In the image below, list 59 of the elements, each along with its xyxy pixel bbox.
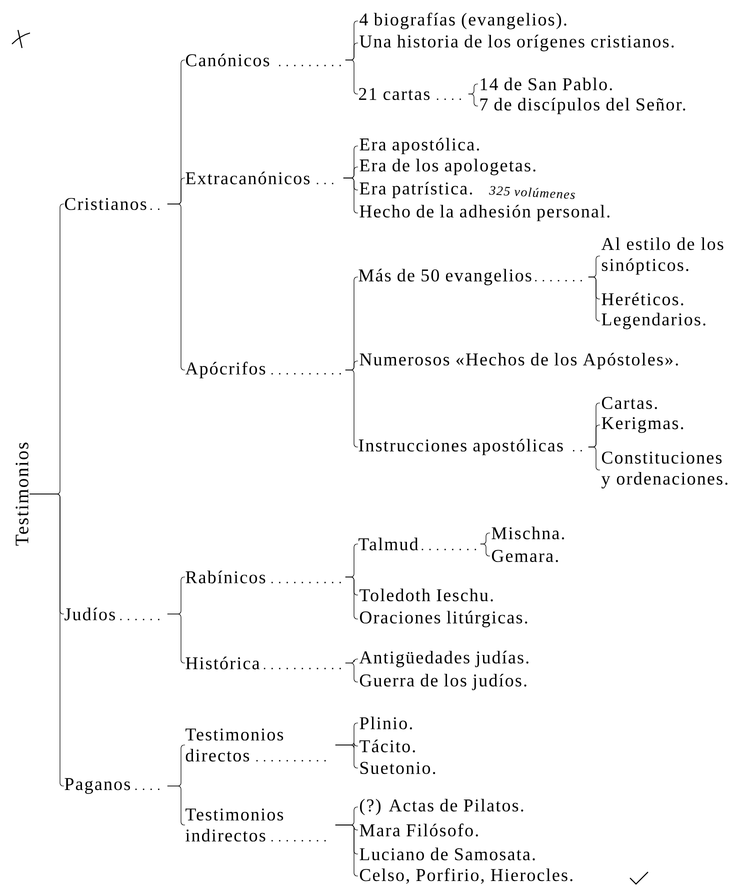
brace-line [167,204,186,370]
category-label: Talmud [358,538,476,550]
entry-text: Era patrística. [360,182,472,198]
entry-text: Mara Filósofo. [360,824,478,836]
entry-text: Guerra de los judíos. [360,674,526,690]
entry-text: Toledoth Ieschu. [360,588,493,602]
entry-text: Constituciones y ordenaciones. [601,452,728,488]
brace-line [345,576,358,620]
entry-text: Cartas. [602,396,657,410]
entry-text: Kerigmas. [602,417,684,433]
brace-line [345,60,358,94]
entry-text: Plinio. [360,716,412,730]
category-label: Histórica [186,656,341,670]
entry-text: Una historia de los orígenes cristianos. [360,34,674,52]
category-label: Instrucciones apostólicas [358,438,582,456]
entry-text: Era apostólica. [360,138,479,154]
category-label: Judíos [64,608,160,620]
entry-text: 14 de San Pablo. [480,78,612,90]
brace-line [167,614,186,664]
category-label: 21 cartas [358,88,461,100]
entry-text: Legendarios. [602,312,706,330]
category-label: Más de 50 evangelios [358,268,582,286]
entry-text: Hecho de la adhesión personal. [360,204,610,222]
vertical-title: Testimonios [16,442,28,546]
entry-text: Era de los apologetas. [360,158,536,176]
entry-text: Numerosos «Hechos de los Apóstoles». [360,352,678,370]
category-label: Testimonios directos [186,728,326,762]
brace-line [588,446,600,470]
brace-line [343,178,358,214]
brace-line [335,744,358,768]
entry-text: Tácito. [360,740,415,752]
entry-text: Oraciones litúrgicas. [360,610,528,628]
entry-text: (?) Actas de Pilatos. [360,798,524,816]
category-label: Testimonios indirectos [186,808,326,842]
category-label: Cristianos [64,198,160,210]
handwritten-note: 325 volúmenes [488,186,575,199]
category-label: Apócrifos [185,362,341,378]
brace-line [345,662,358,682]
category-label: Extracanónicos [186,172,334,184]
entry-text: Suetonio. [360,762,436,774]
brace-line [335,824,358,876]
category-label: Canónicos [186,54,341,66]
brace-line [29,494,64,786]
entry-text: Luciano de Samosata. [360,848,535,860]
entry-text: Gemara. [492,550,558,562]
brace-line [588,276,600,322]
brace-line [468,94,478,106]
brace-line [480,544,490,556]
entry-text: Mischna. [492,526,564,540]
category-label: Paganos [64,778,160,794]
category-label: Rabínicos [186,570,341,584]
entry-text: Celso, Porfirio, Hierocles. [360,868,572,884]
entry-text: Antigüedades judías. [359,650,528,668]
entry-text: 4 biografías (evangelios). [360,12,566,30]
entry-text: Heréticos. [602,292,684,306]
brace-line [167,786,186,826]
brace-line [345,370,358,448]
entry-text: 7 de discípulos del Señor. [480,98,686,114]
entry-text: Al estilo de los sinópticos. [601,237,724,275]
